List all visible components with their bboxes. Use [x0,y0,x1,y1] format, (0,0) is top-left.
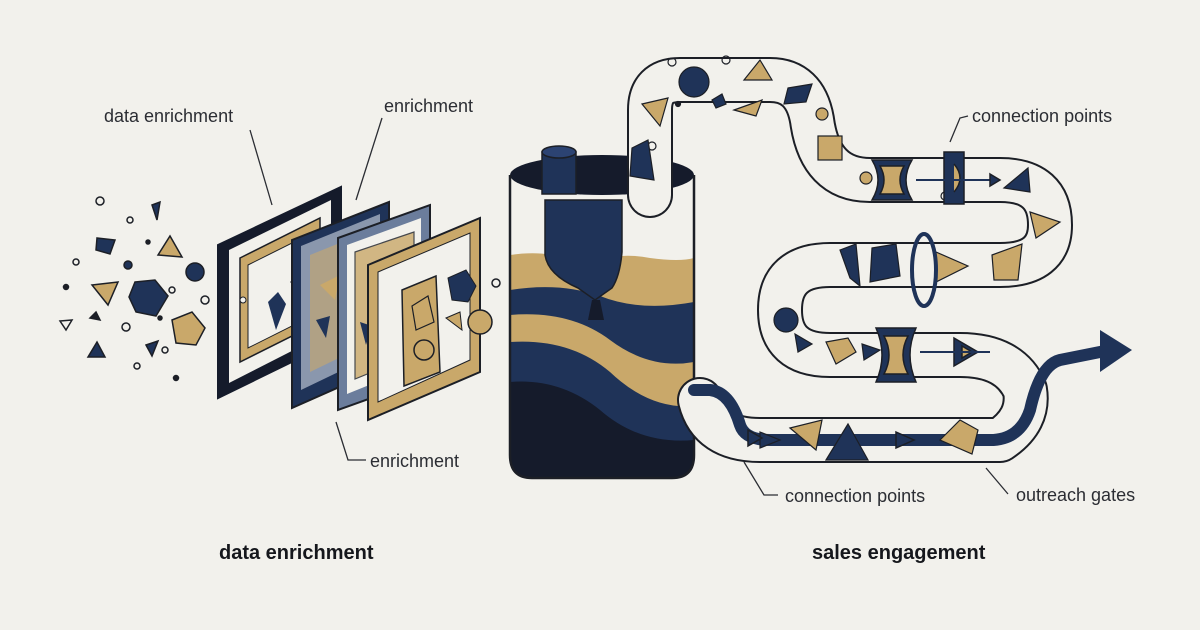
output-arrow-icon [1100,330,1132,372]
enrichment-filter-panels [217,185,501,422]
raw-data-particles [58,196,210,382]
ring-gate-icon [910,232,938,308]
caption-data-enrichment: data enrichment [219,542,374,564]
filter-panel-4 [367,216,501,422]
coupler-middle-icon [874,327,918,383]
caption-sales-engagement: sales engagement [812,542,986,564]
label-connection-points-top: connection points [972,106,1113,126]
tube-particles [629,55,1062,461]
label-enrichment-top: enrichment [384,96,474,116]
gate-top-icon [916,151,1002,205]
leader-lines [249,115,1009,496]
gate-middle-icon [920,336,990,368]
label-outreach-gates: outreach gates [1016,485,1136,505]
processing-tank [508,145,696,480]
connection-points [747,151,1002,450]
coupler-top-icon [870,159,914,201]
label-connection-points-bottom: connection points [785,486,926,506]
label-enrichment-bottom: enrichment [370,451,460,471]
label-data-enrichment: data enrichment [104,106,234,126]
